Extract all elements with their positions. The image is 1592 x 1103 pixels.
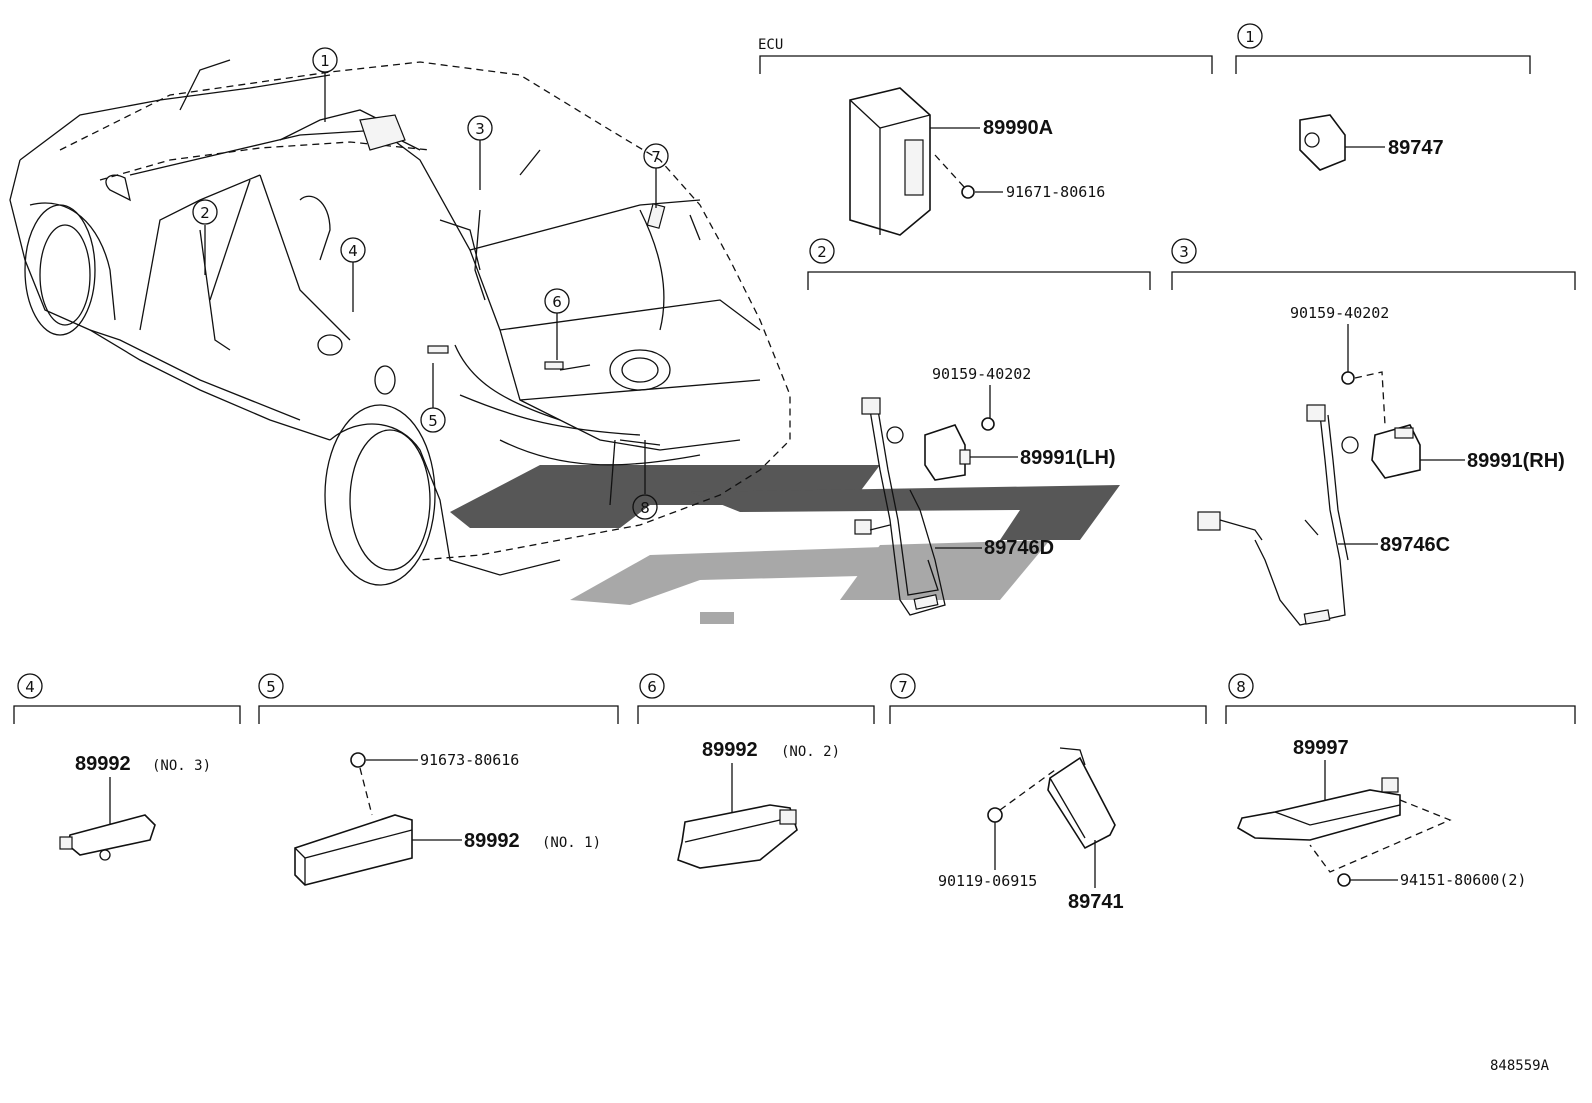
section-7: 7 90119-06915 89741 <box>889 673 1207 913</box>
ecu-unit-icon <box>849 87 931 236</box>
harness-89746d-icon <box>854 397 946 616</box>
section-6: 6 89992 (NO. 2) <box>637 673 875 869</box>
section-ecu: ECU 89990A 91671-80616 <box>758 37 1213 236</box>
drawing-code: 848559A <box>1490 1058 1550 1074</box>
section-5: 5 91673-80616 89992 (NO. 1) <box>258 673 619 886</box>
note-no3: (NO. 3) <box>152 758 211 774</box>
callout-4-label: 4 <box>348 242 358 260</box>
antenna-no1-icon <box>294 814 413 886</box>
buzzer-89741-icon <box>1047 747 1116 850</box>
callout-7-label: 7 <box>651 148 661 166</box>
ecu-bolt-icon <box>934 154 975 199</box>
callout-2-label: 2 <box>200 204 210 222</box>
antenna-89997-icon <box>1237 777 1401 841</box>
section-4-number: 4 <box>25 678 35 696</box>
section-7-number: 7 <box>898 678 908 696</box>
part-89746c: 89746C <box>1380 534 1450 556</box>
part-90159-40202-lh: 90159-40202 <box>932 365 1031 383</box>
vehicle-outline <box>9 59 791 586</box>
module-89991-lh-icon <box>924 424 971 481</box>
sensor-89747-icon <box>1299 114 1346 171</box>
part-89746d: 89746D <box>984 537 1054 559</box>
section-1-number: 1 <box>1245 28 1255 46</box>
watermark-stroke-4 <box>840 540 1050 600</box>
callout-6: 6 <box>544 288 570 314</box>
part-89992-no2: 89992 <box>702 739 758 761</box>
note-no2: (NO. 2) <box>781 744 840 760</box>
ecu-label: ECU <box>758 37 783 53</box>
watermark-stroke-1 <box>450 465 880 528</box>
part-90119-06915: 90119-06915 <box>938 872 1037 890</box>
section-2-number: 2 <box>817 243 827 261</box>
callout-5-label: 5 <box>428 412 438 430</box>
section-2: 2 90159-40202 89991(LH) 89746D <box>807 238 1151 616</box>
watermark-logo <box>450 465 1120 624</box>
part-90159-40202-rh: 90159-40202 <box>1290 304 1389 322</box>
callout-3-label: 3 <box>475 120 485 138</box>
section-8-number: 8 <box>1236 678 1246 696</box>
part-89747: 89747 <box>1388 137 1444 159</box>
section-1: 1 89747 <box>1235 23 1531 171</box>
section-3-number: 3 <box>1179 243 1189 261</box>
part-91671-80616: 91671-80616 <box>1006 183 1105 201</box>
callout-7: 7 <box>643 143 669 169</box>
section-4: 4 89992 (NO. 3) <box>13 673 241 861</box>
part-89997: 89997 <box>1293 737 1349 759</box>
antenna-no3-icon <box>59 814 156 861</box>
callout-8: 8 <box>632 494 658 520</box>
section-3: 3 90159-40202 89991(RH) 89746C <box>1171 238 1576 626</box>
bolt-rh-icon <box>1341 371 1355 385</box>
callout-4: 4 <box>340 237 366 263</box>
part-94151-80600: 94151-80600(2) <box>1400 871 1526 889</box>
callout-8-label: 8 <box>640 499 650 517</box>
callout-5: 5 <box>420 407 446 433</box>
part-89992-no3: 89992 <box>75 753 131 775</box>
antenna-no2-icon <box>677 804 798 869</box>
harness-89746c-icon <box>1197 404 1359 626</box>
section-5-number: 5 <box>266 678 276 696</box>
part-89992-no1: 89992 <box>464 830 520 852</box>
watermark-stroke-2 <box>690 485 1120 540</box>
callout-2: 2 <box>192 199 218 225</box>
section-6-number: 6 <box>647 678 657 696</box>
part-91673-80616: 91673-80616 <box>420 751 519 769</box>
watermark-dot <box>700 612 734 624</box>
bolt-no1-icon <box>350 752 366 768</box>
part-89741: 89741 <box>1068 891 1124 913</box>
nut-94151-icon <box>1337 873 1351 887</box>
bolt-90119-icon <box>987 807 1003 823</box>
callout-6-label: 6 <box>552 293 562 311</box>
part-89991-rh: 89991(RH) <box>1467 450 1565 472</box>
part-89990a: 89990A <box>983 117 1053 139</box>
callout-3: 3 <box>467 115 493 141</box>
section-8: 8 89997 94151-80600(2) <box>1225 673 1576 889</box>
car-leaders <box>204 72 657 494</box>
note-no1: (NO. 1) <box>542 835 601 851</box>
module-89991-rh-icon <box>1371 424 1421 479</box>
watermark-stroke-3 <box>570 545 940 605</box>
bolt-lh-icon <box>981 417 995 431</box>
callout-1-label: 1 <box>320 52 330 70</box>
callout-1: 1 <box>312 47 338 73</box>
part-89991-lh: 89991(LH) <box>1020 447 1116 469</box>
